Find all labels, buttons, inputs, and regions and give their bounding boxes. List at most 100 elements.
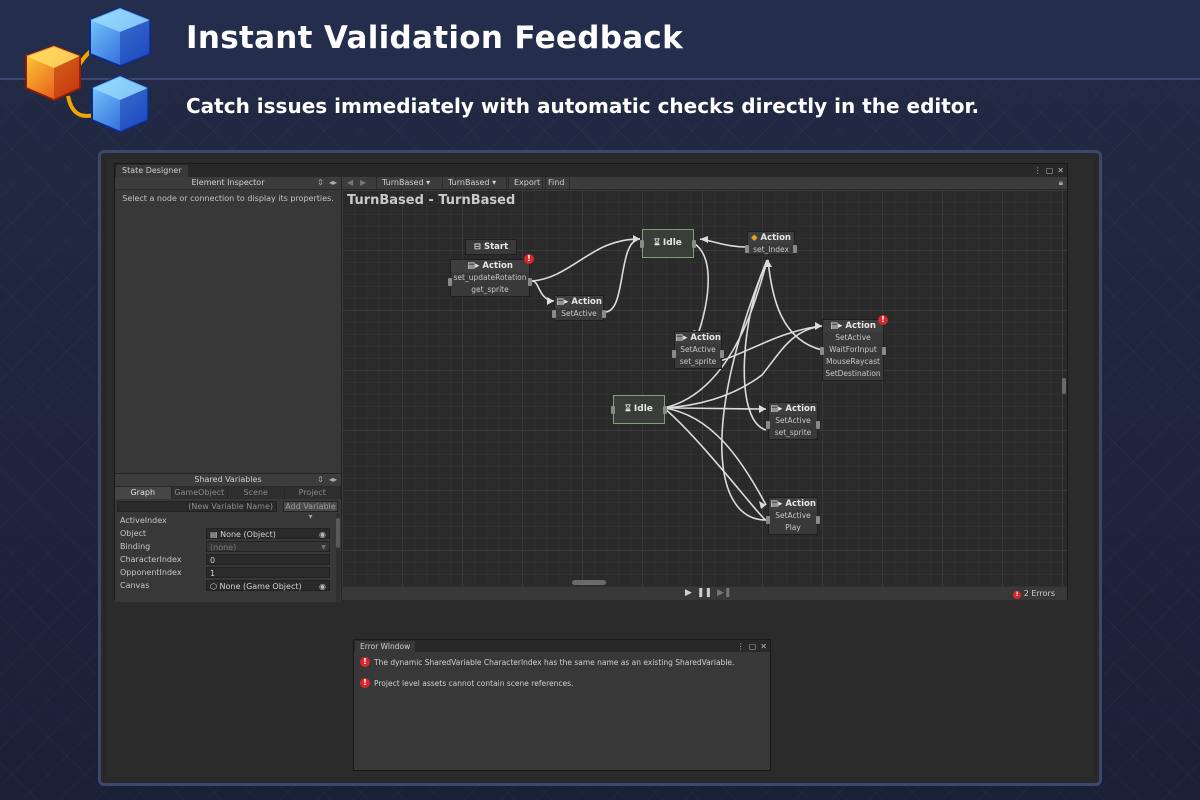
state-designer-tab[interactable]: State Designer [116,165,188,177]
add-variable-button[interactable]: Add Variable ▾ [283,501,338,521]
pause-icon[interactable]: ❚❚ [696,588,713,598]
input-port[interactable] [552,310,556,318]
find-button[interactable]: Find [542,177,571,189]
connection-line [663,407,767,506]
tab-graph[interactable]: Graph [115,487,172,499]
binding-dropdown[interactable]: (none) ▼ [206,541,330,552]
error-message[interactable]: ! The dynamic SharedVariable CharacterIn… [360,656,734,669]
play-icon[interactable]: ▶ [685,588,692,598]
close-icon[interactable]: ✕ [760,642,767,651]
output-port[interactable] [793,245,797,253]
connection-line [663,407,767,521]
tab-gameobject[interactable]: GameObject [172,487,228,499]
arrow-head [815,322,822,330]
kebab-menu-icon[interactable]: ⋮ [1033,166,1042,175]
node-title: Action [571,297,602,307]
error-message[interactable]: ! Project level assets cannot contain sc… [360,677,573,690]
file-icon: ▤ [210,530,218,539]
designer-tabbar: State Designer ⋮▢✕ [115,164,1067,177]
kebab-menu-icon[interactable]: ⋮ [736,642,745,651]
back-arrow-icon[interactable]: ◀ [347,178,354,187]
new-variable-name-input[interactable]: (New Variable Name) [117,501,277,512]
output-port[interactable] [720,350,724,358]
error-badge-icon[interactable]: ! [878,315,888,325]
action-node[interactable]: ▤▸ Action SetActive Play [766,497,820,535]
action-node[interactable]: ▤▸ Action SetActive [552,295,606,321]
graph-instance-dropdown[interactable]: TurnBased ▾ [442,177,507,189]
node-task: SetActive [775,416,811,425]
graph-select-dropdown[interactable]: TurnBased ▾ [376,177,456,189]
error-message-text: Project level assets cannot contain scen… [374,679,574,688]
arrow-head [764,260,772,267]
output-port[interactable] [528,278,532,286]
inspector-header: Element Inspector ⇕ ◂▸ [115,177,341,190]
chevron-down-icon: ▾ [492,178,497,187]
step-icon[interactable]: ▶❚ [717,588,732,598]
input-port[interactable] [672,350,676,358]
playback-controls: ▶ ❚❚ ▶❚ [685,587,736,600]
output-port[interactable] [816,516,820,524]
canvas-field[interactable]: ⬡ None (Game Object) ◉ [206,580,330,591]
maximize-icon[interactable]: ▢ [1045,166,1054,175]
node-header: ⌛︎ Idle [614,396,664,423]
sort-icon[interactable]: ⇕ [317,178,324,187]
export-button[interactable]: Export [508,177,547,189]
variables-scrollbar[interactable] [336,514,340,602]
error-window-tab[interactable]: Error Window [355,641,416,652]
maximize-icon[interactable]: ▢ [748,642,757,651]
input-port[interactable] [745,245,749,253]
start-node[interactable]: ⊟ Start [465,239,517,255]
characterindex-input[interactable]: 0 [206,554,330,565]
opponentindex-input[interactable]: 1 [206,567,330,578]
action-node[interactable]: ▤▸ Action set_updateRotation get_sprite [448,259,532,297]
error-count-indicator[interactable]: ! 2 Errors [1013,587,1055,600]
expand-icon[interactable]: ◂▸ [328,475,337,484]
sort-icon[interactable]: ⇕ [317,475,324,484]
node-task: set_Index [753,245,789,254]
idle-icon: ⌛︎ [625,404,631,414]
object-picker-icon[interactable]: ◉ [319,530,326,539]
node-task: SetActive [775,511,811,520]
node-header: ◆ Action [748,232,794,244]
action-node[interactable]: ▤▸ Action SetActive set_sprite [766,402,820,440]
input-port[interactable] [611,406,615,414]
input-port[interactable] [766,421,770,429]
output-port[interactable] [663,406,667,414]
action-node[interactable]: ▤▸ Action SetActive set_sprite [672,331,724,369]
vertical-scrollbar-thumb[interactable] [1062,378,1066,394]
node-header: ▤▸ Action [769,403,817,415]
input-port[interactable] [640,240,644,248]
input-port[interactable] [820,347,824,355]
chevron-down-icon: ▾ [426,178,431,187]
idle-node[interactable]: ⌛︎ Idle [611,395,667,424]
panel-header-icons: ⇕ ◂▸ [317,474,337,486]
output-port[interactable] [602,310,606,318]
element-inspector-panel: Element Inspector ⇕ ◂▸ Select a node or … [115,177,342,477]
close-icon[interactable]: ✕ [1057,166,1064,175]
horizontal-scrollbar-thumb[interactable] [572,580,606,585]
object-picker-icon[interactable]: ◉ [319,582,326,591]
output-port[interactable] [692,240,696,248]
action-node[interactable]: ◆ Action set_Index [745,231,797,255]
input-port[interactable] [448,278,452,286]
action-icon: ▤▸ [556,297,569,307]
idle-node[interactable]: ⌛︎ Idle [640,229,696,258]
input-port[interactable] [766,516,770,524]
variable-action-icon: ◆ [750,233,758,243]
scrollbar-thumb[interactable] [336,518,340,548]
new-variable-row: (New Variable Name) Add Variable ▾ [115,501,341,521]
arrow-head [759,501,766,509]
variable-label: OpponentIndex [120,568,182,577]
expand-icon[interactable]: ◂▸ [328,178,337,187]
action-icon: ▤▸ [467,261,480,271]
error-badge-icon[interactable]: ! [524,254,534,264]
tab-scene[interactable]: Scene [228,487,285,499]
object-field[interactable]: ▤ None (Object) ◉ [206,528,330,539]
output-port[interactable] [816,421,820,429]
output-port[interactable] [882,347,886,355]
action-node[interactable]: ▤▸ Action SetActive WaitForInput MouseRa… [820,319,886,381]
graph-canvas[interactable]: TurnBased - TurnBased [342,190,1067,587]
lock-icon[interactable]: 🔒︎ [1058,178,1063,187]
forward-arrow-icon[interactable]: ▶ [360,178,367,187]
tab-project[interactable]: Project [285,487,341,499]
